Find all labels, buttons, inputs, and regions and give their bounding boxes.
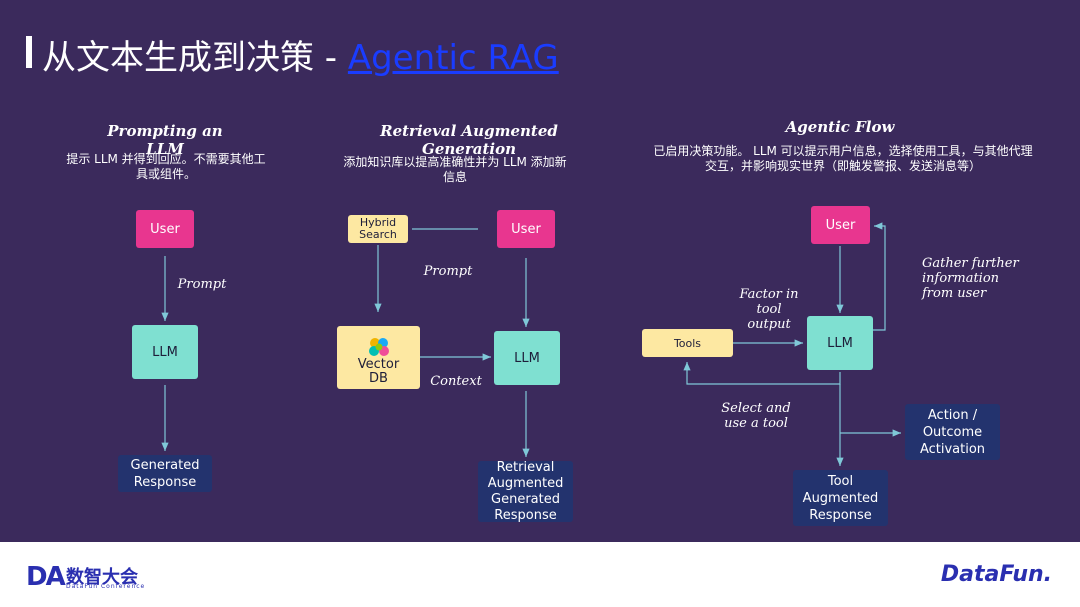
col3-action-box: Action / Outcome Activation [905, 404, 1000, 460]
col1-llm-box: LLM [132, 325, 198, 379]
col2-vector-db-label: Vector DB [357, 356, 400, 386]
col2-context-label: Context [430, 374, 482, 389]
conference-logo-subtext: DataFun Conference [66, 583, 146, 590]
col3-title: Agentic Flow [785, 118, 895, 136]
col3-gather-label: Gather further information from user [922, 256, 1019, 301]
col2-response-box: Retrieval Augmented Generated Response [478, 460, 573, 523]
col1-desc: 提示 LLM 并得到回应。不需要其他工具或组件。 [66, 152, 266, 181]
col2-llm-box: LLM [494, 331, 560, 385]
col1-title: Prompting an LLM [107, 122, 223, 158]
title-accent-bar [26, 36, 32, 68]
col2-user-box: User [497, 210, 555, 248]
col3-response-box: Tool Augmented Response [793, 470, 888, 526]
col3-user-box: User [811, 206, 870, 244]
connector-lines [161, 222, 901, 466]
col2-hybrid-search-box: Hybrid Search [348, 215, 408, 243]
col3-select-label: Select and use a tool [721, 401, 791, 431]
title-link[interactable]: Agentic RAG [347, 38, 559, 78]
col2-desc: 添加知识库以提高准确性并为 LLM 添加新信息 [343, 155, 567, 184]
slide-background [0, 0, 1080, 542]
conference-logo-text: 数智大会 [66, 567, 138, 588]
col3-factor-label: Factor in tool output [739, 287, 799, 332]
title-prefix: 从文本生成到决策 - [42, 38, 348, 78]
col1-user-box: User [136, 210, 194, 248]
page-title: 从文本生成到决策 - Agentic RAG [42, 30, 559, 79]
col1-prompt-label: Prompt [177, 277, 227, 292]
col3-llm-box: LLM [807, 316, 873, 370]
col2-title: Retrieval Augmented Generation [380, 122, 558, 158]
col3-desc: 已启用决策功能。 LLM 可以提示用户信息，选择使用工具，与其他代理交互，并影响… [653, 144, 1033, 173]
footer-bar [0, 542, 1080, 607]
elastic-icon [368, 337, 389, 356]
col2-vector-db-box: Vector DB [337, 326, 420, 389]
col1-response-box: Generated Response [118, 455, 212, 492]
da-logo: DA [26, 562, 66, 592]
col3-tools-box: Tools [642, 329, 733, 357]
datafun-logo: DataFun. [940, 562, 1052, 587]
col2-prompt-label: Prompt [423, 264, 473, 279]
